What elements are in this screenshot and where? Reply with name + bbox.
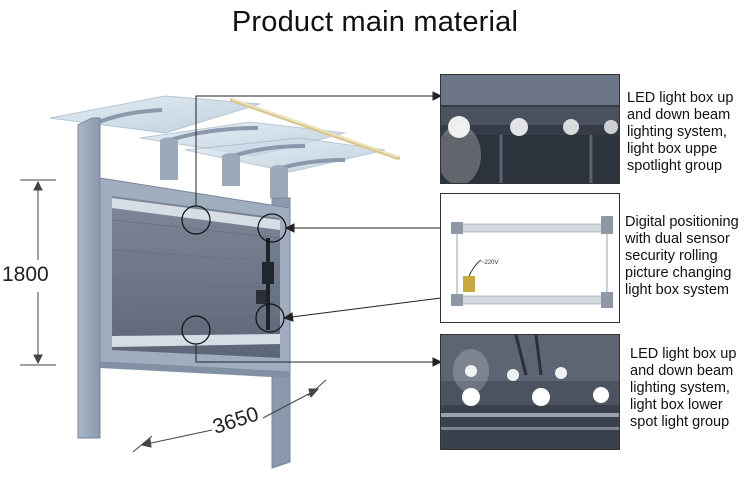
callout-photo-bottom bbox=[440, 334, 620, 450]
callout-photo-middle: ~220V bbox=[440, 193, 620, 323]
callout-top-line-4: light box uppe bbox=[627, 141, 718, 157]
light-box-frame bbox=[99, 177, 291, 378]
callout-top-line-5: spotlight group bbox=[627, 158, 723, 174]
callout-bottom-line-4: light box lower bbox=[630, 397, 723, 413]
callout-label-bottom: LED light box up and down beam lighting … bbox=[630, 346, 736, 431]
callout-label-middle: Digital positioning with dual sensor sec… bbox=[625, 214, 739, 299]
page-title: Product main material bbox=[231, 6, 519, 38]
rolling-system-photo: ~220V bbox=[441, 194, 619, 322]
callout-middle-line-5: light box system bbox=[625, 282, 729, 298]
height-dimension-label: 1800 bbox=[2, 263, 49, 286]
callout-photo-top bbox=[440, 74, 620, 184]
callout-bottom-line-3: lighting system, bbox=[630, 380, 730, 396]
callout-bottom-line-5: spot light group bbox=[630, 414, 730, 430]
callout-middle-line-1: Digital positioning bbox=[625, 214, 739, 230]
led-bottom-spotlights-photo bbox=[441, 335, 619, 449]
leader-lines bbox=[195, 91, 443, 367]
callout-bottom-line-1: LED light box up bbox=[630, 346, 737, 362]
dimension-lines bbox=[20, 179, 327, 453]
callout-middle-line-2: with dual sensor bbox=[625, 231, 730, 247]
led-strip bbox=[230, 98, 400, 160]
led-top-spotlights-photo bbox=[441, 75, 619, 183]
callout-top-line-2: and down beam bbox=[627, 107, 731, 123]
led-spot-icon bbox=[448, 116, 618, 138]
callout-label-top: LED light box up and down beam lighting … bbox=[627, 90, 733, 175]
callout-top-line-1: LED light box up bbox=[627, 90, 734, 106]
callout-middle-line-4: picture changing bbox=[625, 265, 732, 281]
voltage-label: ~220V bbox=[481, 260, 499, 266]
callout-top-line-3: lighting system, bbox=[627, 124, 727, 140]
callout-bottom-line-2: and down beam bbox=[630, 363, 734, 379]
glass-canopy bbox=[49, 95, 386, 173]
led-spot-icon bbox=[462, 365, 609, 406]
callout-middle-line-3: security rolling bbox=[625, 248, 718, 264]
